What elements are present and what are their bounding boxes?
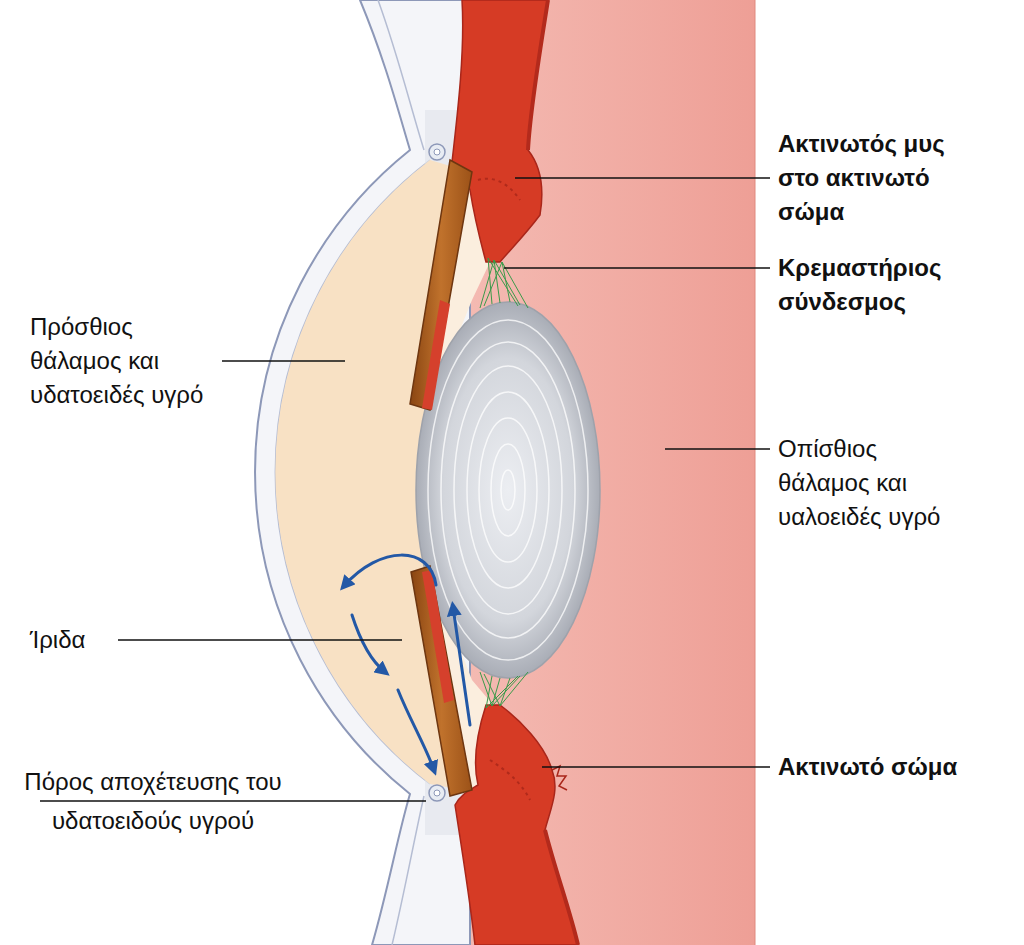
drainage-canal <box>434 149 440 155</box>
ciliary-body <box>452 0 548 262</box>
leader-line <box>665 448 770 450</box>
lens-ring <box>501 470 515 510</box>
retina-edge <box>545 830 578 945</box>
drainage-canal <box>429 144 445 160</box>
lens-ring <box>479 418 537 562</box>
leader-line <box>40 800 426 802</box>
iris <box>410 160 472 410</box>
lens <box>416 302 600 678</box>
part-label: Ίριδα <box>30 623 114 657</box>
ciliary-process <box>552 766 567 790</box>
lens-ring <box>454 366 562 614</box>
muscle-texture <box>478 179 520 200</box>
drainage-canal <box>429 785 445 801</box>
flow-arrow <box>352 615 385 672</box>
iris <box>411 566 472 796</box>
leader-lines <box>40 178 770 801</box>
lens-ring <box>467 392 549 588</box>
flow-arrow <box>453 607 470 725</box>
flow-arrow <box>344 555 436 586</box>
leader-line <box>542 766 770 768</box>
ciliary-body <box>455 705 578 945</box>
sclera-line <box>378 0 424 150</box>
muscle-texture <box>490 760 530 800</box>
flow-arrow <box>398 690 434 770</box>
suspensory-ligament <box>480 258 528 308</box>
part-label: Κρεμαστήριος σύνδεσμος <box>778 251 978 319</box>
retina-edge <box>528 0 548 150</box>
leader-line <box>515 177 770 179</box>
part-label: Ακτινωτός μυς στο ακτινωτό σώμα <box>778 127 978 229</box>
drainage-canal <box>434 790 440 796</box>
leader-line <box>118 639 402 641</box>
sclera-line <box>392 796 424 945</box>
iris-pigment <box>422 570 454 703</box>
leader-line <box>504 267 770 269</box>
flow-arrows <box>344 555 470 770</box>
part-label: Πόρος αποχέτευσης του υδατοειδούς υγρού <box>22 762 284 840</box>
part-label: Ακτινωτό σώμα <box>778 750 1014 784</box>
lens-ring <box>441 342 575 638</box>
part-label: Πρόσθιος θάλαμος και υδατοειδές υγρό <box>30 310 215 412</box>
lens-ring <box>491 444 525 536</box>
suspensory-ligament <box>480 672 528 708</box>
leader-line <box>222 360 345 362</box>
iris-pigment <box>422 300 450 410</box>
cut-edge <box>755 0 756 945</box>
part-label: Οπίσθιος θάλαμος και υαλοειδές υγρό <box>778 432 963 534</box>
